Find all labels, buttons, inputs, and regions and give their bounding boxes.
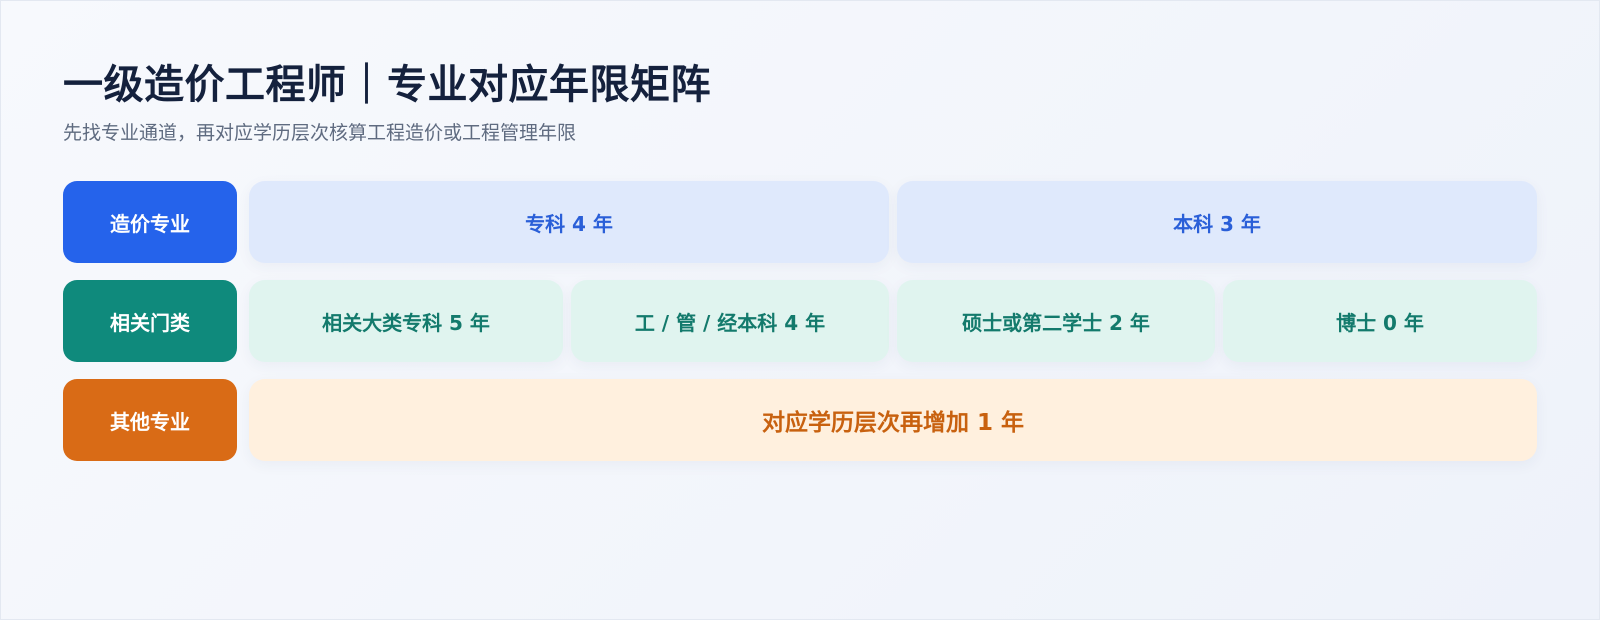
cell-related-college: 相关大类专科 5 年 — [249, 280, 563, 362]
cell-cost-college: 专科 4 年 — [249, 181, 889, 263]
cell-related-master: 硕士或第二学士 2 年 — [897, 280, 1215, 362]
cell-cost-bachelor: 本科 3 年 — [897, 181, 1537, 263]
matrix-row-related-category: 相关门类 相关大类专科 5 年 工 / 管 / 经本科 4 年 硕士或第二学士 … — [63, 280, 1537, 362]
cell-related-doctor: 博士 0 年 — [1223, 280, 1537, 362]
page-title: 一级造价工程师｜专业对应年限矩阵 — [63, 62, 711, 108]
row-label-cost-major: 造价专业 — [63, 181, 237, 263]
row-label-related-category: 相关门类 — [63, 280, 237, 362]
cell-related-bachelor: 工 / 管 / 经本科 4 年 — [571, 280, 889, 362]
row-label-other-major: 其他专业 — [63, 379, 237, 461]
cell-other-extra-year: 对应学历层次再增加 1 年 — [249, 379, 1537, 461]
matrix-row-other-major: 其他专业 对应学历层次再增加 1 年 — [63, 379, 1537, 461]
matrix-row-cost-major: 造价专业 专科 4 年 本科 3 年 — [63, 181, 1537, 263]
page-subtitle: 先找专业通道，再对应学历层次核算工程造价或工程管理年限 — [63, 122, 577, 144]
